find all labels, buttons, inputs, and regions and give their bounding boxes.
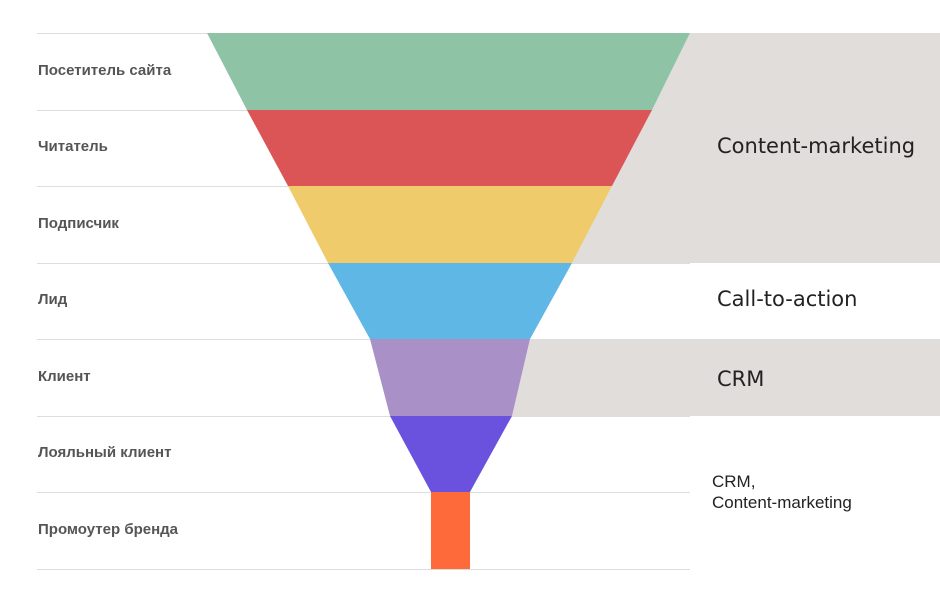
channel-label-crm-content-marketing: CRM, Content-marketing: [712, 471, 852, 513]
channel-label-line-1: CRM,: [712, 472, 756, 491]
funnel-segment-brand-promoter: [431, 492, 470, 569]
channel-label-content-marketing: Content-marketing: [717, 134, 916, 158]
funnel-segment-loyal-client: [390, 416, 512, 492]
channel-bg-crm: [512, 339, 940, 416]
stage-label-loyal-client: Лояльный клиент: [38, 444, 172, 461]
funnel-segment-visitor: [207, 33, 690, 110]
stage-label-subscriber: Подписчик: [38, 215, 119, 232]
stage-label-brand-promoter: Промоутер бренда: [38, 521, 179, 538]
funnel-segment-subscriber: [288, 186, 612, 263]
channel-label-call-to-action: Call-to-action: [717, 287, 858, 311]
funnel-segment-reader: [247, 110, 652, 186]
channel-label-line-2: Content-marketing: [712, 493, 852, 512]
channel-label-crm: CRM: [717, 367, 765, 391]
channel-bg-content-marketing: [572, 33, 940, 263]
funnel-segment-lead: [328, 263, 572, 339]
stage-label-lead: Лид: [38, 291, 68, 308]
stage-label-reader: Читатель: [38, 138, 108, 155]
funnel-segment-client: [370, 339, 530, 416]
stage-label-client: Клиент: [38, 368, 91, 385]
stage-label-visitor: Посетитель сайта: [38, 62, 172, 79]
